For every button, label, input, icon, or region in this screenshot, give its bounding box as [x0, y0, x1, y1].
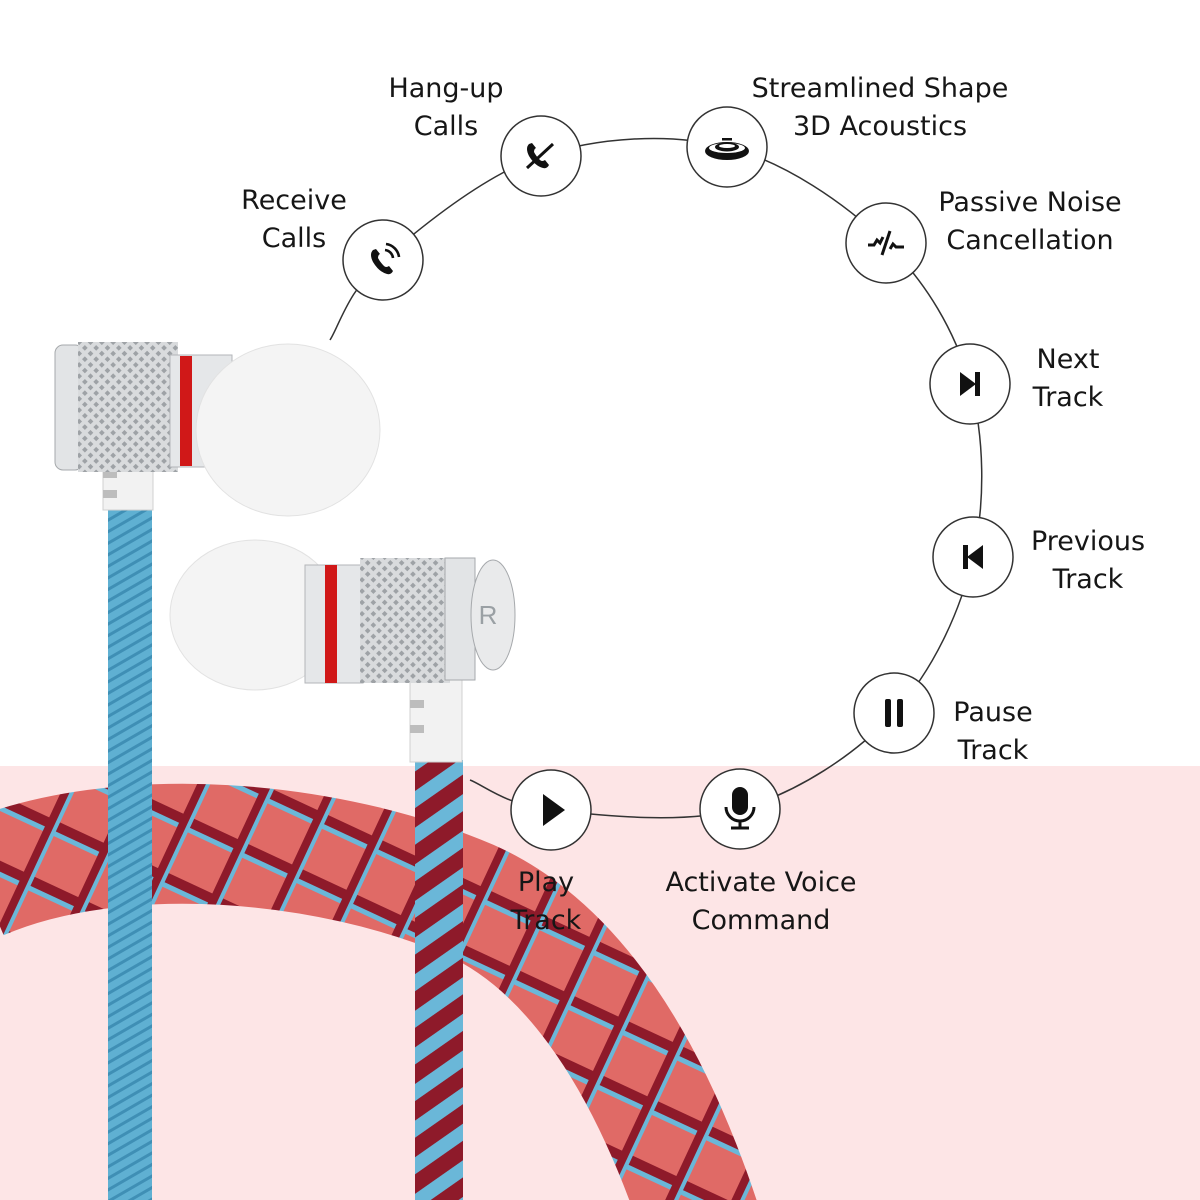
noise-cancel-icon [868, 230, 904, 256]
phone-ringing-icon [371, 242, 401, 275]
microphone-icon [724, 787, 756, 830]
skip-previous-icon [963, 545, 983, 569]
left-earbud [54, 342, 381, 517]
feature-streamlined-shape [686, 106, 768, 188]
feature-label-line: Play [517, 867, 575, 898]
right-strain-relief [409, 669, 463, 763]
braided-cable-coil [0, 783, 757, 1200]
feature-label-line: Calls [413, 111, 479, 142]
feature-label-line: Previous [1030, 526, 1146, 557]
feature-label-line: Calls [261, 223, 327, 254]
feature-previous-track [932, 516, 1014, 598]
feature-voice-command [699, 768, 781, 850]
feature-label-line: Pause [953, 697, 1033, 728]
feature-label-line: Cancellation [946, 225, 1114, 256]
feature-hang-up-calls [500, 115, 582, 197]
feature-label-line: Command [691, 905, 831, 936]
play-icon [543, 794, 565, 826]
feature-play-track [510, 769, 592, 851]
feature-label-line: Passive Noise [938, 187, 1122, 218]
pause-icon [885, 699, 903, 727]
right-earbud [169, 539, 516, 691]
feature-next-track [929, 343, 1011, 425]
phone-hangup-icon [525, 142, 555, 170]
3d-acoustics-icon [705, 138, 749, 160]
feature-label-line: Next [1036, 344, 1100, 375]
feature-label-line: Hang-up [388, 73, 504, 104]
feature-label-line: Activate Voice [665, 867, 857, 898]
feature-label-streamlined-shape: Streamlined Shape 3D Acoustics [752, 70, 1009, 146]
right-cable [415, 760, 463, 1200]
feature-label-line: 3D Acoustics [792, 111, 968, 142]
feature-label-line: Streamlined Shape [751, 73, 1009, 104]
feature-ring [329, 106, 1014, 851]
feature-label-line: Receive [241, 185, 347, 216]
left-cable [108, 500, 152, 1200]
earbud-marking: R [479, 600, 498, 630]
feature-pause-track [853, 672, 935, 754]
feature-label-line: Track [957, 735, 1029, 766]
feature-receive-calls [342, 219, 424, 301]
feature-label-line: Track [1032, 382, 1104, 413]
feature-passive-noise [845, 202, 927, 284]
feature-label-line: Track [510, 905, 582, 936]
feature-label-line: Track [1052, 564, 1124, 595]
feature-circle [853, 672, 935, 754]
skip-next-icon [960, 372, 980, 396]
feature-circle [342, 219, 424, 301]
